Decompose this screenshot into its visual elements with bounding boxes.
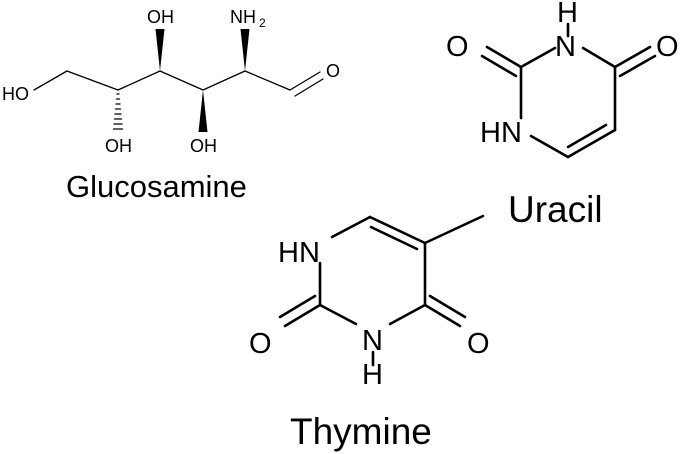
thymine-bond-c4-o-a [423,303,462,328]
uracil-bond-c6-n1 [529,134,570,159]
thymine-bond-c4-n3 [388,303,427,326]
glucosamine-name: Glucosamine [66,169,247,204]
thymine-bond-c6-c5 [368,215,427,245]
glucosamine-bond-aldehyde-2 [294,78,324,97]
thymine-bond-c2-o-a [283,303,322,328]
glucosamine-structure: OH NH 2 O HO OH OH Glucosamine [2,7,340,204]
uracil-atom-h-top: H [557,0,578,29]
glucosamine-bond-c3-c2 [202,70,246,91]
thymine-bond-n3-c2 [318,303,358,326]
thymine-atom-n-bottom: N [362,325,383,357]
thymine-bond-c4-o-b [428,294,467,319]
glucosamine-atom-oh-bottom-left: OH [105,136,132,156]
glucosamine-bond-c2-c1 [244,70,291,91]
uracil-structure: H N O O HN Uracil [446,0,679,230]
uracil-bond-c2-o-a [485,45,523,69]
glucosamine-wedge-c2-nh2 [240,29,250,71]
thymine-atom-hn-top: HN [278,237,320,269]
uracil-bond-c2-n3 [519,46,557,69]
uracil-bond-c5-c6-inner [566,123,608,149]
glucosamine-wedge-c3-oh [198,90,208,132]
glucosamine-hash-c5-oh [112,93,124,130]
uracil-bond-c4-o-b [618,54,657,78]
thymine-bond-methyl [423,214,485,245]
uracil-atom-hn-bottom: HN [480,117,522,149]
glucosamine-bond-c5-c4 [117,70,161,91]
glucosamine-atom-ho-left: HO [2,84,29,104]
uracil-bond-n3-c4 [581,46,617,69]
uracil-bond-c4-o-a [613,45,652,69]
glucosamine-bond-c6-c5 [66,70,119,91]
thymine-atom-o-right: O [467,328,490,360]
uracil-name: Uracil [508,189,603,230]
glucosamine-atom-aldehyde-o: O [326,61,340,81]
thymine-atom-h-bottom: H [362,359,383,391]
glucosamine-atom-oh-bottom-right: OH [190,136,217,156]
glucosamine-atom-nh2: NH [230,7,256,27]
thymine-bond-c2-o-b [278,294,317,319]
uracil-atom-o-right: O [656,31,679,63]
glucosamine-atom-oh-top: OH [147,7,174,27]
glucosamine-bond-aldehyde-1 [289,71,321,91]
uracil-bond-c2-o-b [480,54,518,78]
glucosamine-atom-nh2-subscript: 2 [259,16,266,30]
glucosamine-bond-ho-c6 [33,70,68,91]
uracil-atom-o-left: O [446,31,469,63]
thymine-bond-n1-c6 [330,215,372,239]
thymine-bond-c6-c5-inner [369,225,419,251]
thymine-name: Thymine [290,411,432,452]
glucosamine-wedge-c4-oh [155,29,165,71]
uracil-atom-n-top: N [555,31,576,63]
uracil-bond-c5-c6 [566,128,617,159]
glucosamine-bond-c4-c3 [159,70,204,91]
thymine-structure: HN O O N H Thymine [249,214,490,452]
thymine-atom-o-left: O [249,328,272,360]
